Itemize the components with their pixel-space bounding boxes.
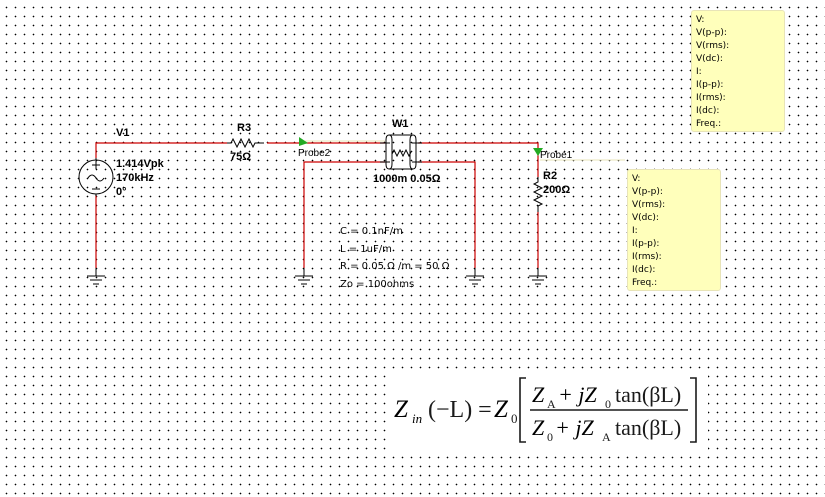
readout-field: V(p-p):: [696, 28, 727, 38]
ground-icon: [295, 268, 313, 285]
num-z: Z: [532, 382, 545, 407]
transmission-line-w1-icon[interactable]: [380, 134, 422, 170]
den-jz: + jZ: [555, 415, 594, 440]
probe2-label[interactable]: Probe2: [298, 148, 331, 159]
readout-field: V(rms):: [632, 200, 666, 210]
readout-field: Freq.:: [632, 278, 658, 288]
probe2-readout[interactable]: V: V(p-p): V(rms): V(dc): I: I(p-p): I(r…: [691, 10, 785, 132]
readout-field: I:: [696, 67, 702, 77]
resistor-r2-icon[interactable]: [532, 177, 544, 212]
num-sub-a: A: [547, 397, 556, 411]
v1-frequency-label: 170kHz: [116, 172, 154, 184]
readout-field: I(dc):: [632, 265, 656, 275]
readout-field: I(rms):: [696, 93, 726, 103]
resistor-r3-icon[interactable]: [227, 137, 264, 149]
r2-ref-label: R2: [543, 170, 558, 182]
ground-icon: [529, 268, 547, 285]
formula-lhs-sub: in: [412, 411, 422, 426]
param-inductance: L = 1uF/m: [340, 243, 392, 255]
den-sub-a: A: [602, 430, 611, 444]
den-z: Z: [532, 415, 545, 440]
v1-amplitude-label: 1.414Vpk: [116, 158, 164, 170]
readout-field: I(p-p):: [632, 239, 660, 249]
formula-coef: Z: [494, 396, 509, 423]
num-jz: + jZ: [558, 382, 597, 407]
readout-field: V(rms):: [696, 41, 730, 51]
readout-field: V(p-p):: [632, 187, 663, 197]
den-tan: tan(βL): [615, 415, 681, 440]
formula-lhs-arg: (−L) =: [428, 397, 492, 423]
formula-lhs-z: Z: [394, 396, 409, 423]
w1-ref-label: W1: [392, 118, 409, 130]
v1-ref-label: V1: [116, 127, 130, 139]
readout-field: I:: [632, 226, 638, 236]
ground-icon: [466, 268, 484, 285]
probe2-marker-icon[interactable]: [299, 137, 308, 146]
probe1-marker-icon[interactable]: [533, 148, 543, 156]
ground-icon: [87, 268, 105, 285]
num-tan: tan(βL): [615, 382, 681, 407]
num-sub-0: 0: [605, 397, 611, 411]
r3-ref-label: R3: [237, 122, 252, 134]
den-sub-0: 0: [547, 430, 553, 444]
formula-coef-sub: 0: [511, 411, 518, 426]
readout-field: I(dc):: [696, 106, 720, 116]
formula-graphic: Z in (−L) = Z 0 Z A + jZ 0 tan(βL) Z 0 +…: [394, 377, 697, 444]
wire-w1-r2[interactable]: [418, 142, 539, 177]
right-bracket: [690, 377, 697, 443]
left-bracket: [519, 377, 526, 443]
r2-value-label: 200Ω: [543, 184, 571, 196]
r3-value-label: 75Ω: [230, 151, 252, 163]
readout-field: Freq.:: [696, 119, 722, 129]
readout-field: V(dc):: [696, 54, 723, 64]
v1-phase-label: 0°: [116, 186, 127, 198]
ac-source-icon[interactable]: [78, 158, 114, 196]
readout-field: V:: [696, 15, 705, 25]
input-impedance-formula[interactable]: Z in (−L) = Z 0 Z A + jZ 0 tan(βL) Z 0 +…: [390, 370, 708, 450]
param-impedance: Zo = 100ohms: [340, 278, 415, 290]
param-resistance: R = 0.05 Ω /m = 50 Ω: [340, 261, 450, 272]
wire-w1-return-left[interactable]: [303, 161, 385, 268]
wire-w1-return-right[interactable]: [418, 161, 476, 268]
readout-field: I(p-p):: [696, 80, 724, 90]
param-capacitance: C = 0.1nF/m: [340, 226, 403, 237]
readout-field: V(dc):: [632, 213, 659, 223]
line-parameters-note[interactable]: C = 0.1nF/m L = 1uF/m R = 0.05 Ω /m = 50…: [340, 223, 449, 293]
probe1-readout[interactable]: V: V(p-p): V(rms): V(dc): I: I(p-p): I(r…: [627, 169, 721, 291]
readout-field: V:: [632, 174, 641, 184]
readout-field: I(rms):: [632, 252, 662, 262]
wire-v1-top[interactable]: [95, 142, 227, 158]
w1-value-label: 1000m 0.05Ω: [373, 173, 441, 185]
probe1-label[interactable]: Probe1: [540, 150, 573, 161]
